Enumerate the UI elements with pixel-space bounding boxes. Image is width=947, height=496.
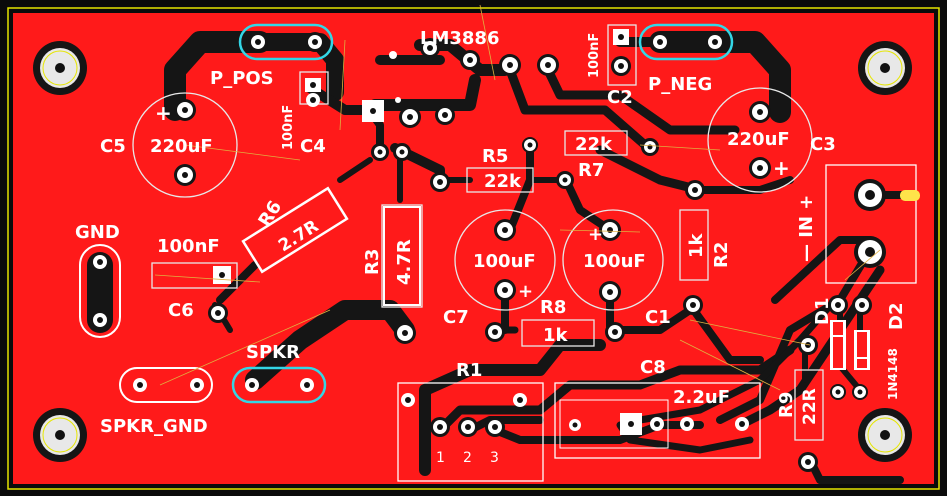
label-c8: C8 (640, 357, 666, 378)
label-gnd: GND (75, 222, 120, 243)
label-r3: R3 (362, 249, 383, 275)
mounting-hole-top-right (858, 41, 912, 95)
label-lm3886: LM3886 (420, 28, 499, 49)
component-c1[interactable] (562, 209, 664, 311)
vias (389, 51, 401, 103)
label-c7-plus: + (518, 281, 533, 302)
component-c8[interactable] (554, 382, 761, 459)
label-d1: D1 (812, 298, 833, 325)
mounting-hole-bottom-right (858, 408, 912, 462)
label-r1-pin2: 2 (463, 450, 472, 466)
label-c8-value: 2.2uF (673, 387, 730, 408)
board-edge (7, 7, 940, 490)
label-r1-pin3: 3 (490, 450, 499, 466)
connector-p-pos[interactable] (238, 23, 334, 61)
label-c1: C1 (645, 307, 671, 328)
connector-spkr-gnd[interactable] (119, 367, 213, 403)
label-c1-value: 100uF (583, 251, 646, 272)
label-r1-pin1: 1 (436, 450, 445, 466)
connector-gnd[interactable] (79, 244, 121, 338)
label-r2-value: 1k (686, 232, 707, 258)
component-r7[interactable] (556, 130, 659, 189)
label-d2-value: 1N4148 (886, 348, 900, 400)
component-c4[interactable] (299, 71, 329, 107)
label-r8-value: 1k (543, 325, 569, 346)
label-r9: R9 (776, 392, 797, 418)
label-p-neg: P_NEG (648, 74, 712, 95)
connector-spkr[interactable] (231, 366, 327, 404)
label-spkr-gnd: SPKR_GND (100, 416, 208, 437)
label-r7: R7 (578, 160, 604, 181)
label-r3-value: 4.7R (394, 239, 415, 285)
component-r2[interactable] (679, 180, 709, 315)
connector-p-neg[interactable] (638, 23, 734, 61)
label-spkr: SPKR (246, 342, 300, 363)
label-c2: C2 (607, 87, 633, 108)
mounting-hole-bottom-left (33, 408, 87, 462)
component-r5[interactable] (466, 137, 538, 193)
label-r9-value: 22R (800, 388, 820, 425)
label-c3-plus: + (773, 156, 790, 180)
label-c2-value: 100nF (587, 33, 602, 78)
label-r5-value: 22k (484, 171, 522, 192)
label-c3: C3 (810, 134, 836, 155)
label-r5: R5 (482, 146, 508, 167)
component-c7[interactable] (454, 209, 556, 311)
label-r2: R2 (711, 242, 732, 268)
label-c7: C7 (443, 307, 469, 328)
silkscreen-labels: LM3886 P_POS P_NEG C5 220uF + C3 220uF +… (75, 28, 907, 466)
label-c4-value: 100nF (281, 105, 296, 150)
label-r7-value: 22k (575, 134, 613, 155)
label-p-pos: P_POS (210, 68, 274, 89)
connector-in[interactable] (825, 164, 920, 284)
label-c5: C5 (100, 136, 126, 157)
mounting-hole-top-left (33, 41, 87, 95)
label-in: — IN + (796, 195, 817, 262)
component-d1[interactable] (828, 295, 848, 400)
label-c5-plus: + (155, 101, 172, 125)
label-c4: C4 (300, 136, 326, 157)
label-c3-value: 220uF (727, 129, 790, 150)
component-d2[interactable] (852, 295, 872, 400)
component-c3[interactable] (707, 87, 813, 193)
component-r3[interactable] (381, 204, 423, 344)
label-c5-value: 220uF (150, 136, 213, 157)
component-r9[interactable] (794, 335, 824, 472)
label-c6-value: 100nF (157, 236, 220, 257)
ratsnest (154, 4, 881, 391)
component-r1[interactable] (397, 382, 544, 482)
label-c1-plus: + (588, 224, 603, 245)
component-r6[interactable] (241, 186, 349, 274)
component-c5[interactable] (132, 92, 301, 198)
component-c2[interactable] (607, 24, 637, 86)
component-r8[interactable] (485, 319, 625, 347)
component-lm3886[interactable] (362, 38, 559, 192)
label-d2: D2 (886, 303, 907, 330)
label-r1: R1 (456, 360, 482, 381)
label-r8: R8 (540, 297, 566, 318)
label-c7-value: 100uF (473, 251, 536, 272)
label-c6: C6 (168, 300, 194, 321)
